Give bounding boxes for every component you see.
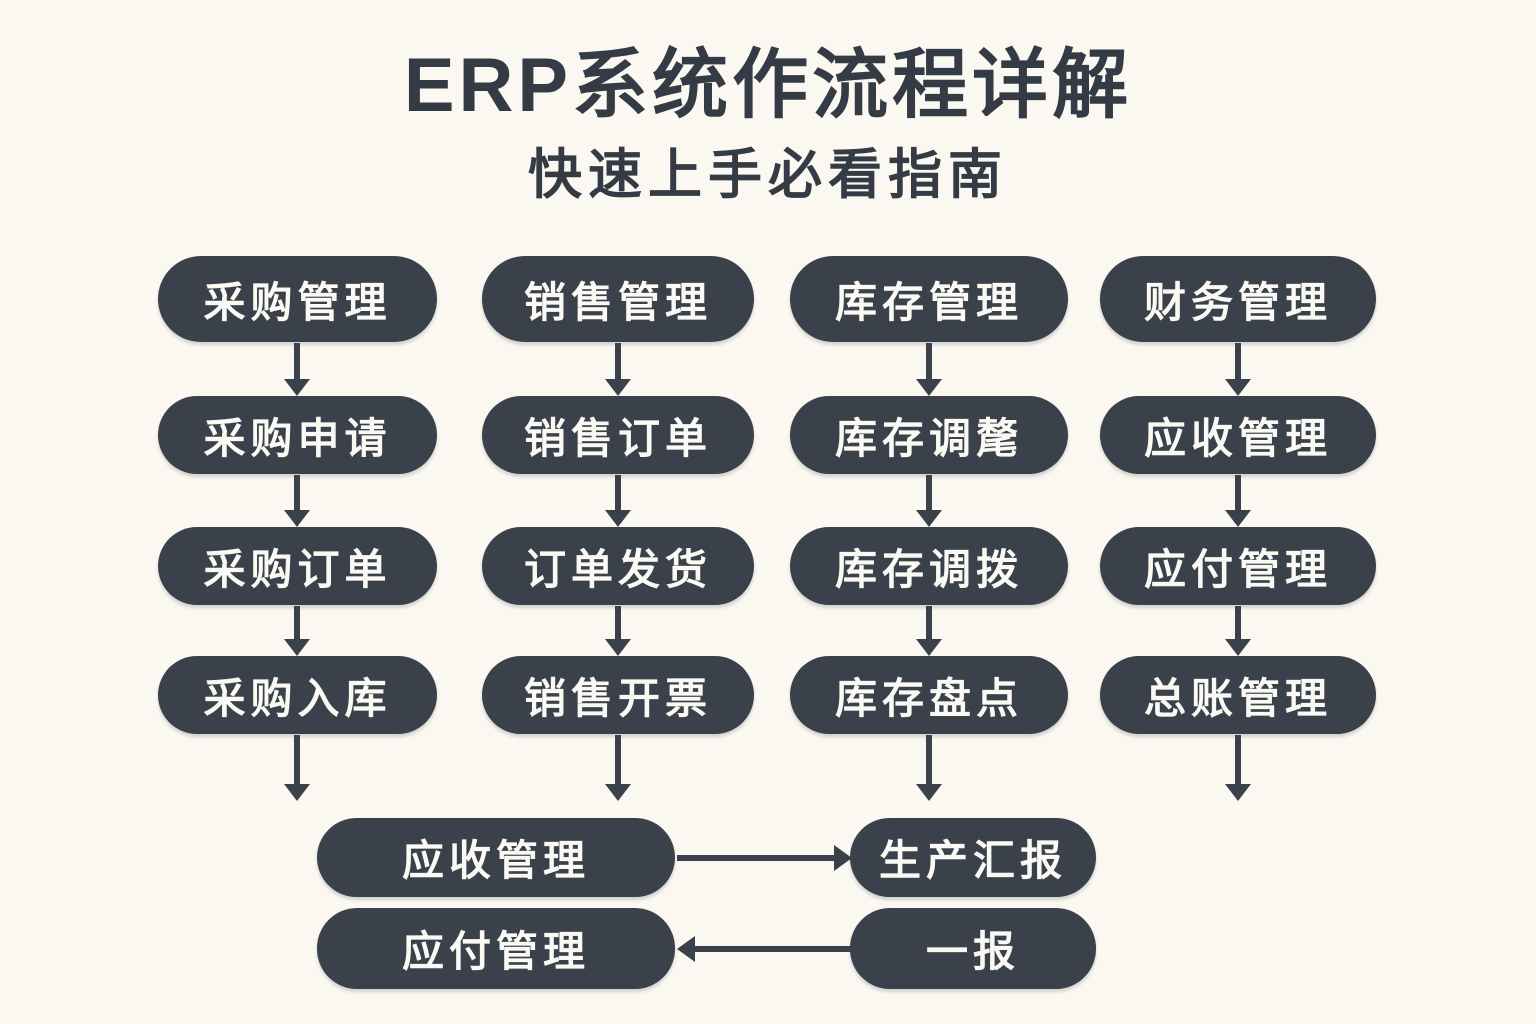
arrow-down-icon — [916, 606, 942, 656]
node-purchase-inbound: 采购入库 — [158, 656, 437, 734]
arrow-down-icon — [1225, 343, 1251, 396]
arrow-down-icon — [284, 475, 310, 527]
arrow-down-icon — [284, 343, 310, 396]
node-purchase-request: 采购申请 — [158, 396, 437, 474]
node-sales-order: 销售订单 — [482, 396, 754, 474]
node-report: 一报 — [850, 908, 1096, 989]
page-subtitle: 快速上手必看指南 — [528, 145, 1008, 205]
arrow-down-icon — [605, 343, 631, 396]
arrow-down-icon — [284, 606, 310, 656]
arrow-down-icon — [1225, 475, 1251, 527]
node-finance-management: 财务管理 — [1100, 256, 1376, 342]
node-inventory-transfer: 库存调拨 — [790, 527, 1068, 605]
arrow-down-icon — [605, 475, 631, 527]
arrow-left-icon — [677, 936, 852, 962]
node-payable-management-wide: 应付管理 — [317, 908, 675, 989]
page-title: ERP系统作流程详解 — [403, 43, 1133, 128]
arrow-down-icon — [1225, 606, 1251, 656]
node-inventory-count: 库存盘点 — [790, 656, 1068, 734]
arrow-down-icon — [916, 475, 942, 527]
node-payable-management: 应付管理 — [1100, 527, 1376, 605]
node-receivable-management: 应收管理 — [1100, 396, 1376, 474]
node-inventory-adjustment: 库存调氂 — [790, 396, 1068, 474]
arrow-right-icon — [677, 845, 852, 871]
node-receivable-management-wide: 应收管理 — [317, 818, 675, 897]
node-purchase-management: 采购管理 — [158, 256, 437, 342]
node-sales-invoicing: 销售开票 — [482, 656, 754, 734]
arrow-down-icon — [605, 606, 631, 656]
arrow-down-icon — [605, 735, 631, 801]
node-sales-management: 销售管理 — [482, 256, 754, 342]
arrow-down-icon — [916, 735, 942, 801]
node-inventory-management: 库存管理 — [790, 256, 1068, 342]
arrow-down-icon — [284, 735, 310, 801]
arrow-down-icon — [916, 343, 942, 396]
arrow-down-icon — [1225, 735, 1251, 801]
node-general-ledger: 总账管理 — [1100, 656, 1376, 734]
node-production-report: 生产汇报 — [850, 818, 1096, 897]
node-purchase-order: 采购订单 — [158, 527, 437, 605]
node-order-shipping: 订单发货 — [482, 527, 754, 605]
